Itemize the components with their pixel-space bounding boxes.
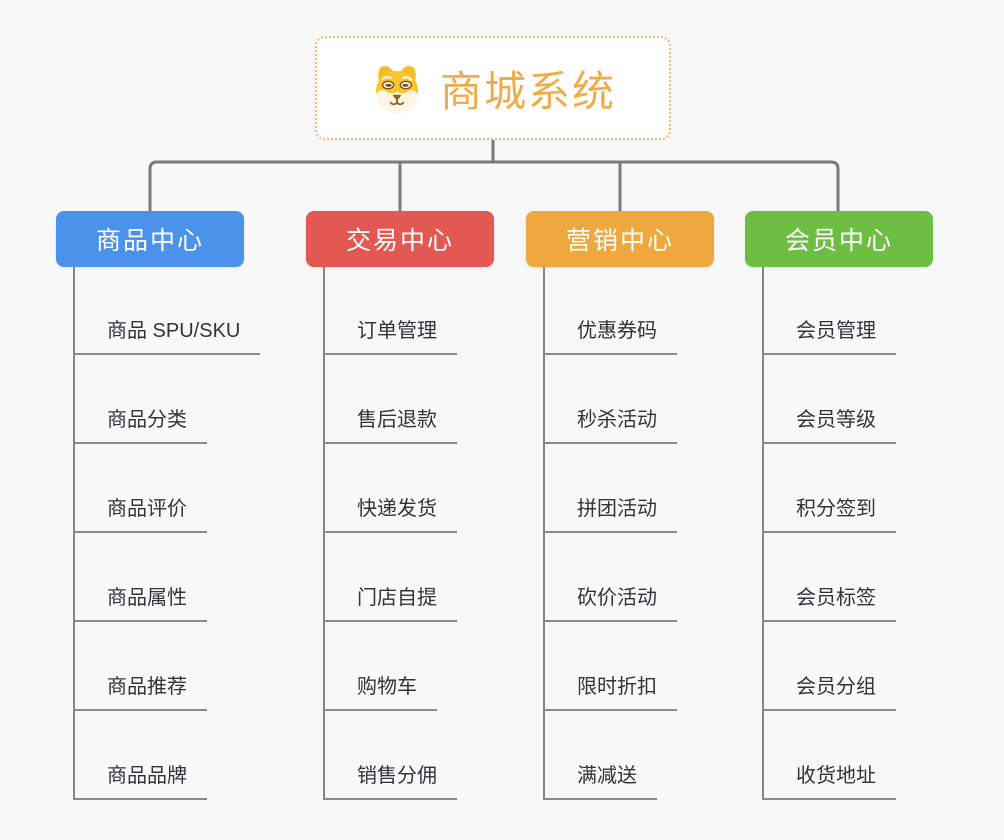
branch-header-marketing-center[interactable]: 营销中心 <box>526 211 714 267</box>
doge-dog-icon <box>375 65 419 114</box>
leaf-node[interactable]: 订单管理 <box>323 318 457 355</box>
root-node-mall-system[interactable]: 商城系统 <box>315 36 671 140</box>
branch-trunk-line <box>762 267 764 800</box>
leaf-node[interactable]: 优惠券码 <box>543 318 677 355</box>
leaf-node[interactable]: 会员标签 <box>762 585 896 622</box>
leaf-node[interactable]: 砍价活动 <box>543 585 677 622</box>
leaf-node[interactable]: 拼团活动 <box>543 496 677 533</box>
leaf-node[interactable]: 商品分类 <box>73 407 207 444</box>
leaf-node[interactable]: 会员等级 <box>762 407 896 444</box>
branch-product-center: 商品中心商品 SPU/SKU 商品分类商品评价商品属性商品推荐商品品牌 <box>56 211 318 840</box>
leaf-node[interactable]: 售后退款 <box>323 407 457 444</box>
branch-trunk-line <box>543 267 545 800</box>
leaf-node[interactable]: 积分签到 <box>762 496 896 533</box>
leaf-node[interactable]: 商品属性 <box>73 585 207 622</box>
leaf-node[interactable]: 商品品牌 <box>73 763 207 800</box>
leaf-node[interactable]: 快递发货 <box>323 496 457 533</box>
branch-trunk-line <box>73 267 75 800</box>
root-node-label: 商城系统 <box>439 67 616 115</box>
branch-header-member-center[interactable]: 会员中心 <box>745 211 933 267</box>
branch-trunk-line <box>323 267 325 800</box>
leaf-node[interactable]: 秒杀活动 <box>543 407 677 444</box>
leaf-node[interactable]: 限时折扣 <box>543 674 677 711</box>
leaf-node[interactable]: 购物车 <box>323 674 437 711</box>
leaf-node[interactable]: 商品 SPU/SKU <box>73 318 261 355</box>
branch-trade-center: 交易中心订单管理售后退款快递发货门店自提购物车销售分佣 <box>306 211 568 840</box>
branch-marketing-center: 营销中心优惠券码秒杀活动拼团活动砍价活动限时折扣满减送 <box>526 211 788 840</box>
leaf-node[interactable]: 销售分佣 <box>323 763 457 800</box>
leaf-node[interactable]: 满减送 <box>543 763 657 800</box>
leaf-node[interactable]: 会员分组 <box>762 674 896 711</box>
leaf-node[interactable]: 会员管理 <box>762 318 896 355</box>
branch-header-product-center[interactable]: 商品中心 <box>56 211 244 267</box>
leaf-node[interactable]: 门店自提 <box>323 585 457 622</box>
leaf-node[interactable]: 商品评价 <box>73 496 207 533</box>
leaf-node[interactable]: 收货地址 <box>762 763 896 800</box>
branch-header-trade-center[interactable]: 交易中心 <box>306 211 494 267</box>
leaf-node[interactable]: 商品推荐 <box>73 674 207 711</box>
branch-member-center: 会员中心会员管理会员等级积分签到会员标签会员分组收货地址 <box>745 211 1004 840</box>
